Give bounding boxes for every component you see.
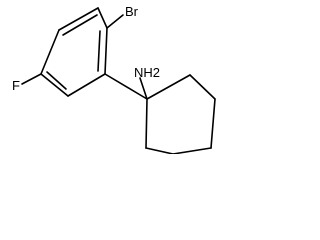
ring-bond-3: [104, 27, 108, 75]
fluorine-label: F: [12, 78, 20, 93]
cyclohexane-bond-6: [145, 98, 148, 149]
ring-bond-2: [97, 7, 108, 29]
cyclohexane-bond-5: [145, 147, 174, 154]
cyclohexane-bond-3: [210, 98, 216, 149]
bromine-bond: [106, 14, 124, 29]
ring-bond-3-inner: [97, 30, 101, 72]
ring-bond-5: [40, 73, 69, 97]
ring-bond-5-inner: [46, 71, 67, 90]
amine-bond: [139, 77, 148, 100]
bond-layer: [21, 7, 216, 154]
ring-bond-4: [67, 73, 106, 97]
cyclohexane-bond-4: [172, 147, 212, 154]
ring-link-bond: [104, 73, 148, 100]
amine-label: NH2: [134, 65, 161, 80]
cyclohexane-bond-1: [146, 74, 191, 100]
ring-bond-1: [58, 7, 99, 31]
bromine-label: Br: [125, 4, 138, 19]
ring-bond-6: [40, 29, 60, 75]
cyclohexane-bond-2: [189, 74, 216, 100]
structure-diagram: Br F NH2: [0, 0, 220, 154]
ring-bond-1-inner: [62, 14, 98, 36]
fluorine-bond: [21, 73, 42, 85]
